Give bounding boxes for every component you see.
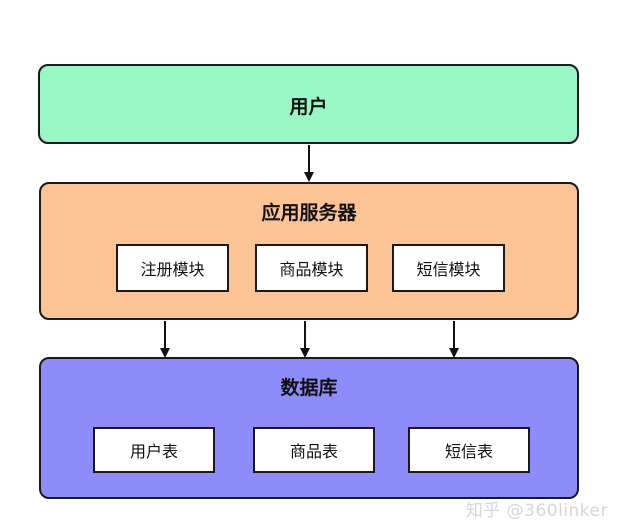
table-sms: 短信表 [408, 427, 530, 473]
user-layer: 用户 [38, 64, 579, 144]
app-server-layer: 应用服务器 注册模块 商品模块 短信模块 [39, 182, 579, 320]
watermark: 知乎 @360linker [465, 501, 608, 521]
app-server-layer-title: 应用服务器 [261, 202, 357, 224]
table-products: 商品表 [253, 427, 375, 473]
module-registration: 注册模块 [116, 244, 229, 292]
table-users: 用户表 [93, 427, 215, 473]
user-layer-title: 用户 [289, 96, 328, 118]
module-sms: 短信模块 [392, 244, 505, 292]
database-layer: 数据库 用户表 商品表 短信表 [39, 357, 579, 499]
module-products: 商品模块 [255, 244, 368, 292]
database-layer-title: 数据库 [280, 377, 338, 399]
